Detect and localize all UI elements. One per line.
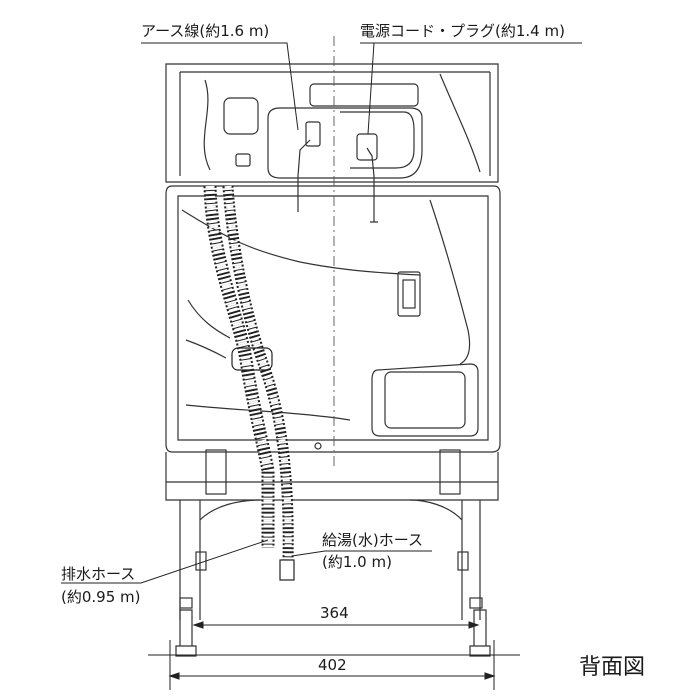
right-adjuster-foot	[469, 609, 491, 657]
earth-wire	[297, 139, 311, 212]
control-box-outline	[267, 107, 423, 179]
view-title: 背面図	[579, 655, 646, 680]
supply-hose-leader	[291, 550, 432, 557]
earth-wire-leader	[141, 42, 299, 131]
upper-cabinet-outline	[165, 63, 499, 183]
power-cord-label: 電源コード・プラグ(約1.4 m)	[360, 22, 565, 40]
drain-hose-label: 排水ホース	[61, 565, 136, 583]
dim-364-label: 364	[320, 604, 349, 622]
lower-cabinet-outline	[165, 185, 501, 453]
earth-wire-label: アース線(約1.6 m)	[141, 22, 270, 40]
drain-hose-leader	[61, 539, 269, 584]
power-cord	[366, 147, 378, 223]
power-cord-leader	[360, 42, 582, 135]
base-frame	[165, 452, 499, 501]
supply-hose-length: (約1.0 m)	[322, 553, 392, 571]
supply-hose-label: 給湯(水)ホース	[322, 531, 423, 549]
dim-402-label: 402	[318, 656, 347, 674]
drain-hose-length: (約0.95 m)	[61, 588, 141, 606]
left-adjuster-foot	[175, 609, 197, 657]
access-panel	[371, 363, 479, 437]
